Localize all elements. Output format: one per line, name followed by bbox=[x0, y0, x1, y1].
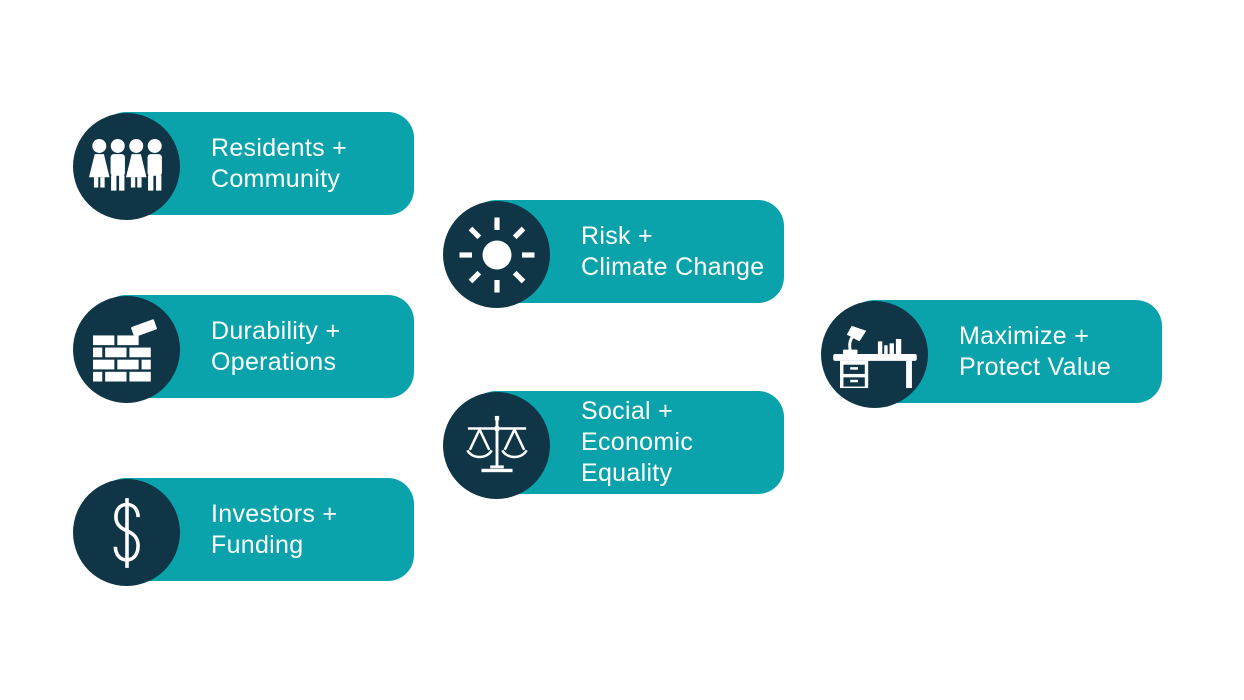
icon-circle bbox=[821, 301, 928, 408]
badge-label-line: Funding bbox=[211, 530, 304, 559]
badge-label-line: Risk + bbox=[581, 221, 653, 250]
badge-label-line: Maximize + bbox=[959, 321, 1090, 350]
badge-label-line: Economic bbox=[581, 428, 694, 456]
badge-label-line: Protect Value bbox=[959, 352, 1112, 381]
badge-label: Risk +Climate Change bbox=[470, 221, 764, 283]
badge-label-line: Climate Change bbox=[581, 252, 765, 281]
badge-label-line: Operations bbox=[211, 347, 337, 376]
brick-wall-icon bbox=[92, 319, 157, 382]
desk-icon bbox=[832, 325, 917, 388]
icon-circle bbox=[73, 479, 180, 586]
people-group-icon bbox=[88, 138, 162, 191]
badge-label: Maximize +Protect Value bbox=[848, 321, 1111, 383]
badge-label: Investors +Funding bbox=[100, 499, 337, 561]
badge-label-line: Community bbox=[211, 164, 341, 193]
badge-label: Residents +Community bbox=[100, 133, 347, 195]
icon-circle bbox=[443, 392, 550, 499]
badge-label: Durability +Operations bbox=[100, 316, 340, 378]
badge-investors-funding: Investors +Funding bbox=[73, 478, 414, 586]
badge-label-line: Residents + bbox=[211, 133, 348, 162]
badge-residents-community: Residents +Community bbox=[73, 112, 414, 220]
sun-icon bbox=[459, 217, 534, 292]
icon-circle bbox=[73, 113, 180, 220]
scales-icon bbox=[465, 415, 528, 472]
badge-risk-climate-change: Risk +Climate Change bbox=[443, 200, 784, 308]
badge-label-line: Durability + bbox=[211, 316, 341, 345]
dollar-sign-icon bbox=[113, 497, 140, 568]
icon-circle bbox=[73, 296, 180, 403]
badge-maximize-protect-value: Maximize +Protect Value bbox=[821, 300, 1162, 408]
badge-durability-operations: Durability +Operations bbox=[73, 295, 414, 403]
icon-circle bbox=[443, 201, 550, 308]
badge-label-line: Investors + bbox=[211, 499, 338, 528]
badge-label-line: Equality bbox=[581, 459, 673, 487]
badge-label-line: Social + bbox=[581, 397, 674, 425]
